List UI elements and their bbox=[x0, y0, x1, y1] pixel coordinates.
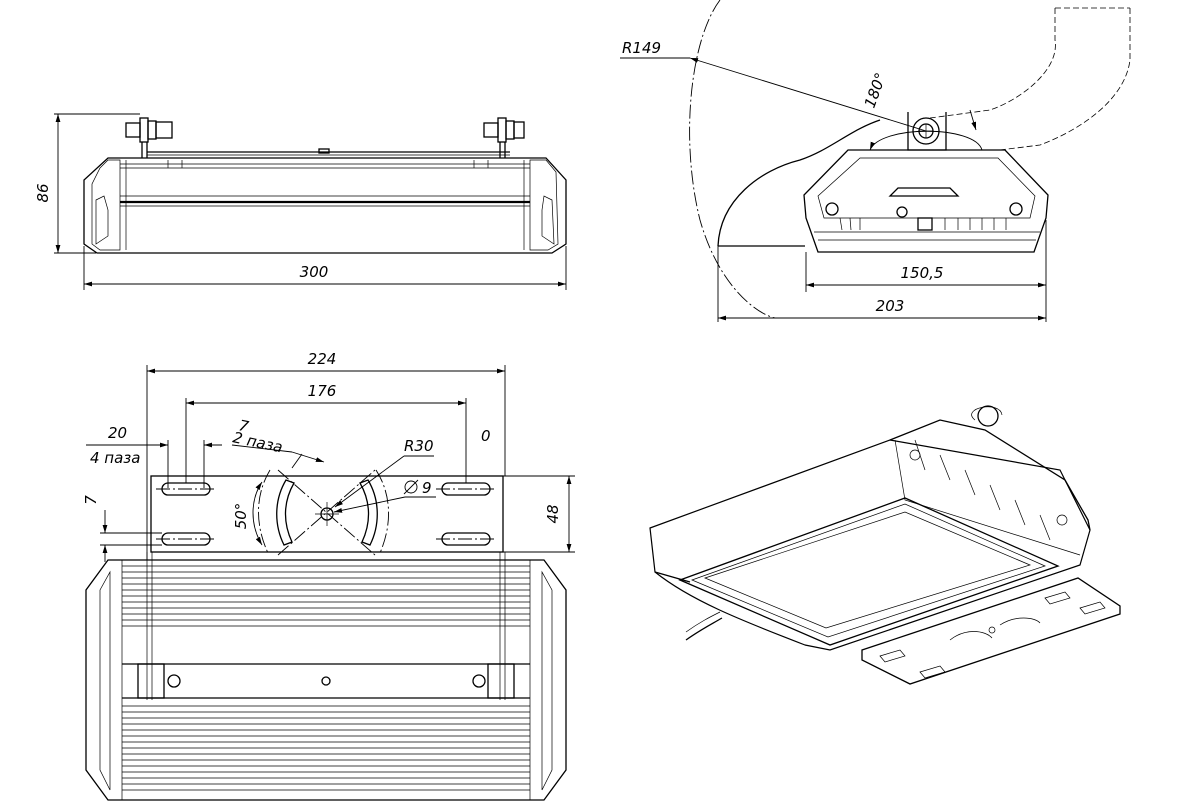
dim-48: 48 bbox=[544, 504, 562, 523]
dim-180: 180° bbox=[861, 70, 890, 110]
dim-20: 20 bbox=[108, 424, 127, 442]
top-view: 50° R30 9 7 2 паза 224 176 20 4 паза 0 bbox=[82, 350, 575, 801]
dim-86: 86 bbox=[34, 183, 52, 202]
front-view: 86 300 bbox=[34, 113, 567, 290]
heatsink-fins bbox=[122, 565, 530, 791]
iso-glass-frame bbox=[678, 497, 1060, 646]
dim-224: 224 bbox=[308, 350, 337, 368]
arc-slot-right bbox=[359, 479, 378, 546]
left-bolt bbox=[125, 117, 173, 158]
top-body-outline bbox=[85, 559, 567, 801]
dim-7-vertical: 7 bbox=[82, 495, 100, 505]
dim-7-slot: 7 bbox=[237, 416, 251, 436]
dim-176: 176 bbox=[308, 382, 337, 400]
dim-r149: R149 bbox=[622, 39, 661, 57]
dim-zero: 0 bbox=[481, 427, 491, 445]
dim-150-5: 150,5 bbox=[901, 264, 944, 282]
iso-body bbox=[649, 439, 1091, 651]
isometric-view bbox=[649, 405, 1121, 685]
iso-pivot bbox=[977, 405, 999, 427]
dim-2-slots: 2 паза bbox=[231, 428, 284, 456]
pivot-outer bbox=[912, 117, 940, 145]
dim-4-slots: 4 паза bbox=[90, 449, 140, 467]
side-body-outline bbox=[803, 149, 1049, 253]
dim-r30: R30 bbox=[404, 437, 434, 455]
front-body-outline bbox=[83, 157, 567, 254]
iso-bracket bbox=[861, 577, 1121, 685]
dim-50deg: 50° bbox=[232, 503, 250, 530]
bracket-plate bbox=[150, 475, 504, 553]
dim-phi9: 9 bbox=[422, 479, 432, 497]
diameter-symbol bbox=[404, 480, 418, 494]
dim-203: 203 bbox=[876, 297, 905, 315]
side-view: R149 180° 150,5 203 bbox=[620, 0, 1131, 322]
arc-slot-left bbox=[276, 479, 295, 546]
dim-300: 300 bbox=[300, 263, 329, 281]
